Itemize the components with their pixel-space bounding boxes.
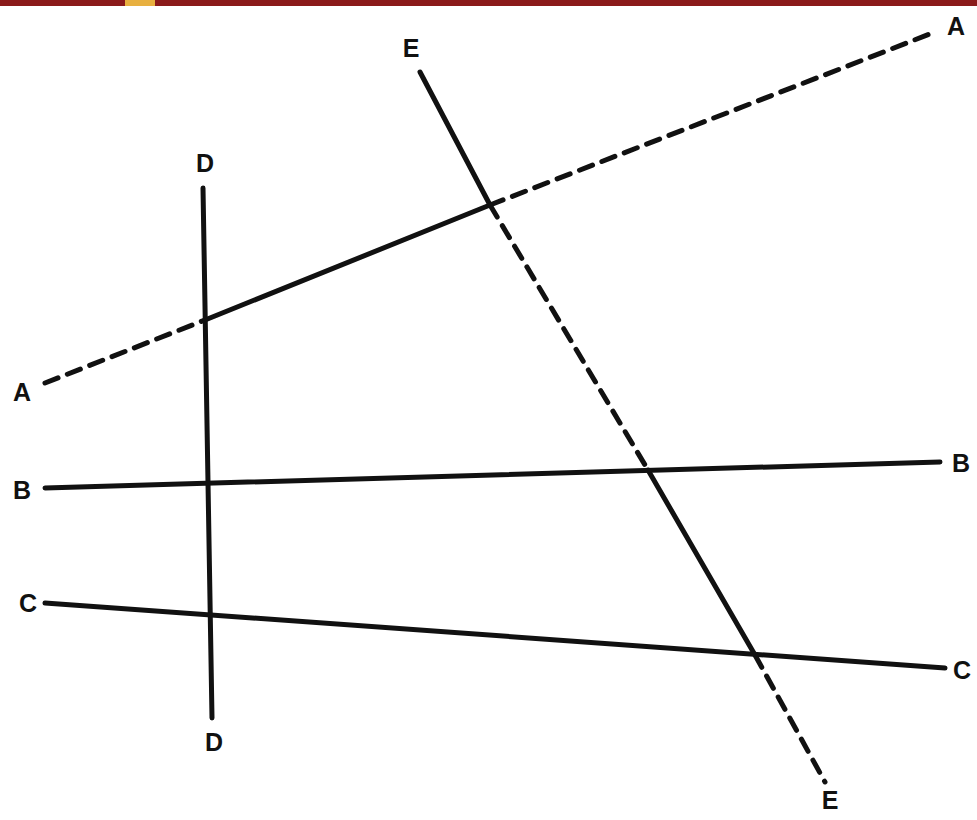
line-d-solid (203, 188, 212, 718)
line-label: A (947, 14, 965, 39)
line-a-solid (205, 205, 490, 320)
line-e-dashed (490, 205, 648, 470)
line-a-dashed (490, 32, 935, 205)
line-label: A (13, 380, 31, 405)
line-label: E (403, 36, 420, 61)
line-label: D (196, 151, 214, 176)
line-a-dashed (45, 320, 205, 383)
line-label: B (13, 478, 31, 503)
line-label: C (19, 591, 37, 616)
top-band (0, 0, 977, 6)
line-e-solid (420, 72, 490, 205)
top-band-accent (125, 0, 155, 6)
line-e-dashed (755, 655, 825, 782)
line-label: C (953, 658, 971, 683)
line-label: E (822, 788, 839, 813)
line-c-solid (45, 603, 945, 668)
line-e-solid (648, 470, 755, 655)
line-label: B (952, 451, 970, 476)
line-label: D (205, 730, 223, 755)
line-b-solid (45, 462, 940, 488)
